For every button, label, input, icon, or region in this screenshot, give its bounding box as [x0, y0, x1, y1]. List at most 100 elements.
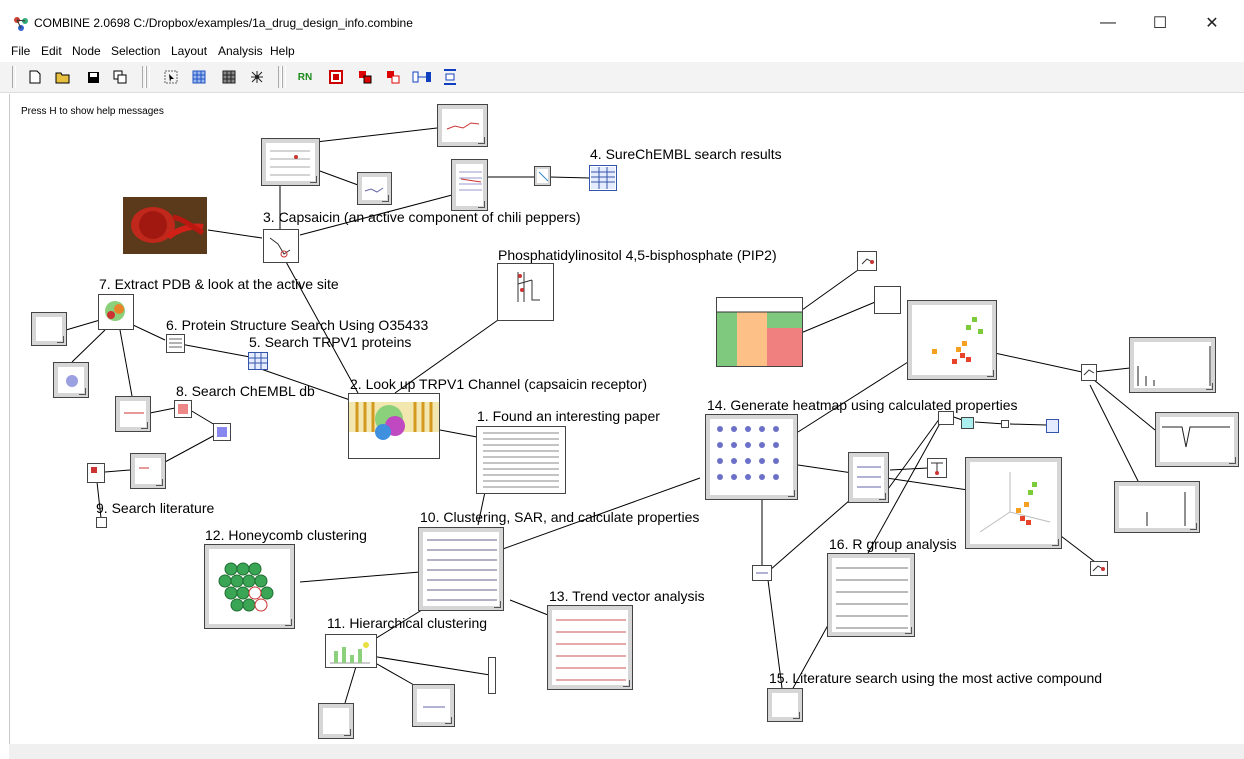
node-trend-vector[interactable]	[547, 605, 633, 690]
maximize-button[interactable]: ☐	[1152, 15, 1168, 32]
label-literature-active: 15. Literature search using the most act…	[769, 670, 1103, 686]
node-protein-structure-search[interactable]	[166, 334, 185, 353]
node-image[interactable]	[437, 104, 488, 147]
edge	[549, 176, 591, 179]
horizontal-link-icon	[412, 71, 431, 83]
node-hierarchical-clustering[interactable]	[325, 634, 377, 668]
menu-node[interactable]: Node	[72, 44, 101, 58]
node-chembl-search[interactable]	[174, 400, 192, 418]
menu-edit[interactable]: Edit	[41, 44, 62, 58]
vertical-align-icon	[444, 69, 456, 85]
node-trpv1-search-table[interactable]	[248, 352, 268, 370]
node-table[interactable]	[589, 165, 617, 191]
node-molecule[interactable]	[857, 251, 877, 271]
select-button[interactable]	[162, 68, 180, 86]
node-image[interactable]	[261, 138, 320, 186]
chili-peppers-image[interactable]	[123, 197, 207, 254]
node-image[interactable]	[451, 159, 488, 211]
label-trend-vector: 13. Trend vector analysis	[549, 588, 705, 604]
node-image[interactable]	[318, 703, 354, 739]
label-r-group: 16. R group analysis	[829, 536, 957, 552]
close-button[interactable]: ✕	[1205, 15, 1219, 32]
grid-layout-button[interactable]	[190, 68, 208, 86]
node-literature-search[interactable]	[96, 517, 107, 528]
vertical-align-button[interactable]	[441, 68, 459, 86]
node-heatmap-properties[interactable]	[705, 414, 798, 500]
node-spectrum-chart[interactable]	[1114, 481, 1200, 533]
menu-selection[interactable]: Selection	[111, 44, 161, 58]
node-image[interactable]	[874, 286, 901, 314]
horizontal-link-button[interactable]	[411, 68, 433, 86]
node-small[interactable]	[752, 565, 772, 581]
window-title: COMBINE 2.0698 C:/Dropbox/examples/1a_dr…	[34, 16, 413, 30]
node-table[interactable]	[1046, 419, 1059, 433]
node-molecule[interactable]	[1081, 364, 1097, 381]
node-small[interactable]	[1001, 420, 1009, 428]
new-file-icon	[29, 70, 41, 84]
app-logo-icon	[14, 17, 28, 31]
node-dendrogram[interactable]	[488, 657, 496, 694]
node-capsaicin-structure[interactable]	[263, 229, 299, 263]
node-heatmap-image[interactable]	[716, 297, 803, 367]
node-paper[interactable]	[476, 426, 566, 494]
node-image[interactable]	[357, 172, 392, 205]
node-spectrum-chart[interactable]	[1129, 337, 1216, 393]
red-nodes-icon	[359, 71, 372, 84]
node-image[interactable]	[412, 684, 455, 727]
red-nodes-alt-button[interactable]	[384, 68, 402, 86]
copy-button[interactable]	[111, 68, 129, 86]
edge	[797, 361, 909, 433]
rn-button[interactable]: RN	[297, 71, 313, 83]
edge	[439, 429, 478, 438]
grid-blue-icon	[192, 70, 206, 84]
node-image[interactable]	[115, 396, 151, 432]
edge	[1093, 379, 1156, 431]
node-spectrum-chart[interactable]	[1155, 412, 1239, 467]
label-search-trpv1: 5. Search TRPV1 proteins	[249, 334, 412, 350]
menu-help[interactable]: Help	[270, 44, 295, 58]
node-molecule[interactable]	[927, 458, 947, 478]
node-r-group-analysis[interactable]	[827, 553, 915, 637]
node-literature-result[interactable]	[87, 463, 105, 483]
node-trpv1-channel[interactable]	[348, 393, 440, 459]
minimize-button[interactable]: —	[1100, 14, 1116, 31]
node-image[interactable]	[53, 362, 89, 398]
menu-file[interactable]: File	[11, 44, 31, 58]
node-molecule[interactable]	[1090, 561, 1108, 576]
node-scatter-plot[interactable]	[907, 300, 997, 380]
node-image[interactable]	[31, 312, 67, 346]
edge	[769, 499, 851, 571]
menu-layout[interactable]: Layout	[171, 44, 208, 58]
red-frame-button[interactable]	[327, 68, 345, 86]
node-image[interactable]	[848, 452, 889, 503]
edge	[189, 409, 216, 426]
node-small[interactable]	[938, 411, 954, 425]
help-hint: Press H to show help messages	[21, 106, 164, 117]
node-image[interactable]	[767, 688, 803, 722]
node-small[interactable]	[961, 417, 974, 429]
node-honeycomb-clustering[interactable]	[204, 544, 295, 629]
edge	[299, 194, 453, 236]
edge	[104, 469, 131, 473]
red-nodes-button[interactable]	[356, 68, 374, 86]
edge	[889, 467, 929, 471]
open-file-button[interactable]	[54, 68, 72, 86]
grid-dark-button[interactable]	[220, 68, 238, 86]
new-file-button[interactable]	[26, 68, 44, 86]
star-layout-button[interactable]	[248, 68, 266, 86]
label-extract-pdb: 7. Extract PDB & look at the active site	[99, 276, 339, 292]
save-button[interactable]	[84, 68, 102, 86]
edge	[1009, 423, 1047, 426]
node-chembl-result[interactable]	[213, 423, 231, 441]
node-3d-scatter[interactable]	[965, 457, 1062, 549]
node-image[interactable]	[130, 453, 166, 489]
label-lookup-trpv1: 2. Look up TRPV1 Channel (capsaicin rece…	[350, 376, 648, 392]
node-protein-active-site[interactable]	[98, 294, 134, 330]
menu-analysis[interactable]: Analysis	[218, 44, 263, 58]
edge	[499, 477, 701, 551]
node-clustering-sar[interactable]	[418, 527, 504, 611]
node-pip2-structure[interactable]	[497, 263, 554, 321]
node-molecule[interactable]	[534, 166, 551, 186]
label-pip2: Phosphatidylinositol 4,5-bisphosphate (P…	[498, 247, 777, 263]
